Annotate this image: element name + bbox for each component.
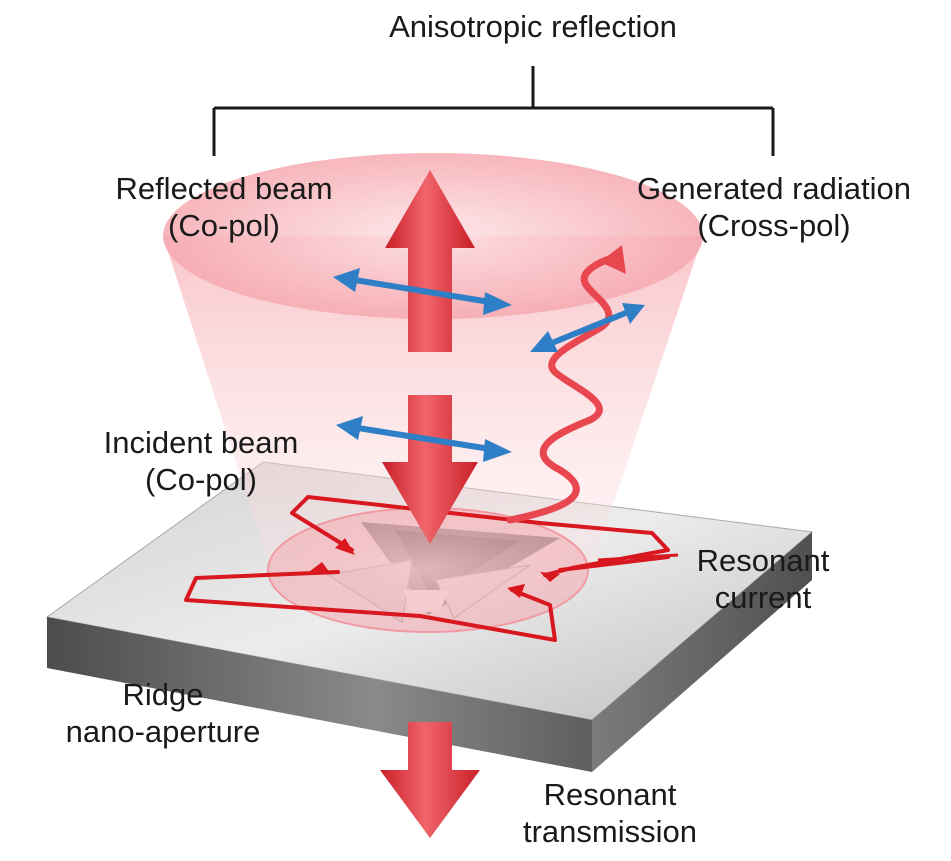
- resonant-transmission-label: Resonant transmission: [500, 776, 720, 850]
- resonant-current-line2: current: [714, 580, 812, 615]
- current-arrowheads: [305, 538, 560, 598]
- resonant-transmission-line2: transmission: [523, 814, 697, 849]
- generated-radiation-line2: (Cross-pol): [697, 208, 851, 243]
- title-bracket: [212, 66, 775, 156]
- ridge-aperture-line1: Ridge: [122, 677, 204, 712]
- reflected-beam-line2: (Co-pol): [168, 208, 280, 243]
- polarization-arrow-cross: [530, 303, 645, 352]
- polarization-arrow-incident: [336, 416, 512, 462]
- generated-radiation-wave: [506, 245, 626, 524]
- transmission-arrow: [380, 722, 480, 838]
- ridge-aperture-line2: nano-aperture: [65, 714, 261, 749]
- resonant-current-label: Resonant current: [668, 542, 858, 616]
- resonant-transmission-line1: Resonant: [543, 777, 677, 812]
- reflected-beam-label: Reflected beam (Co-pol): [74, 170, 374, 244]
- incident-beam-line2: (Co-pol): [145, 462, 257, 497]
- incident-beam-label: Incident beam (Co-pol): [56, 424, 346, 498]
- ridge-aperture-label: Ridge nano-aperture: [58, 676, 268, 750]
- incident-beam-line1: Incident beam: [103, 425, 299, 460]
- generated-radiation-line1: Generated radiation: [636, 171, 912, 206]
- diagram-title: Anisotropic reflection: [389, 9, 677, 44]
- reflected-beam-arrow: [385, 170, 475, 352]
- plate-front-face: [47, 617, 592, 772]
- incident-beam-arrow: [382, 395, 478, 544]
- generated-radiation-label: Generated radiation (Cross-pol): [598, 170, 950, 244]
- plate-right-face: [592, 532, 812, 772]
- resonant-current-leader: [597, 553, 679, 562]
- resonant-current-line1: Resonant: [696, 543, 830, 578]
- reflected-beam-line1: Reflected beam: [115, 171, 333, 206]
- polarization-arrow-reflected: [333, 268, 512, 315]
